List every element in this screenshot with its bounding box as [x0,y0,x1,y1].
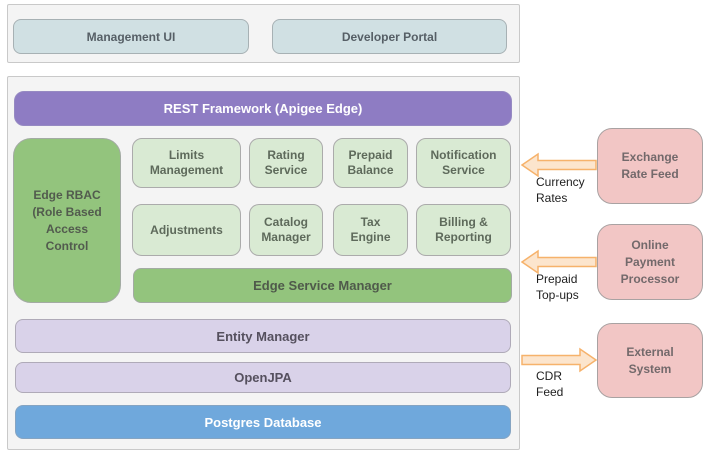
tax-engine-box: Tax Engine [333,204,408,256]
catalog-manager-box: Catalog Manager [249,204,323,256]
adjustments-box: Adjustments [132,204,241,256]
prepaid-balance-box: Prepaid Balance [333,138,408,188]
flow-arrow-left-icon [521,152,597,178]
clients-panel: Management UI Developer Portal [7,4,520,63]
flow-arrow-right-icon [521,347,597,373]
billing-reporting-box: Billing & Reporting [416,204,511,256]
edge-service-manager-bar: Edge Service Manager [133,268,512,303]
notification-service-box: Notification Service [416,138,511,188]
management-ui-box: Management UI [13,19,249,54]
entity-manager-bar: Entity Manager [15,319,511,353]
limits-management-box: Limits Management [132,138,241,188]
postgres-database-bar: Postgres Database [15,405,511,439]
developer-portal-box: Developer Portal [272,19,507,54]
exchange-rate-feed-box: Exchange Rate Feed [597,128,703,204]
prepaid-topups-label: Prepaid Top-ups [536,272,579,302]
rating-service-box: Rating Service [249,138,323,188]
edge-rbac-box: Edge RBAC (Role Based Access Control [13,138,121,303]
currency-rates-label: Currency Rates [536,175,585,205]
openjpa-bar: OpenJPA [15,362,511,393]
flow-arrow-left-icon [521,249,597,275]
rest-framework-bar: REST Framework (Apigee Edge) [14,91,512,126]
external-system-box: External System [597,323,703,398]
online-payment-processor-box: Online Payment Processor [597,224,703,300]
apigee-edge-panel: REST Framework (Apigee Edge) Edge RBAC (… [7,76,520,450]
cdr-feed-label: CDR Feed [536,369,564,399]
